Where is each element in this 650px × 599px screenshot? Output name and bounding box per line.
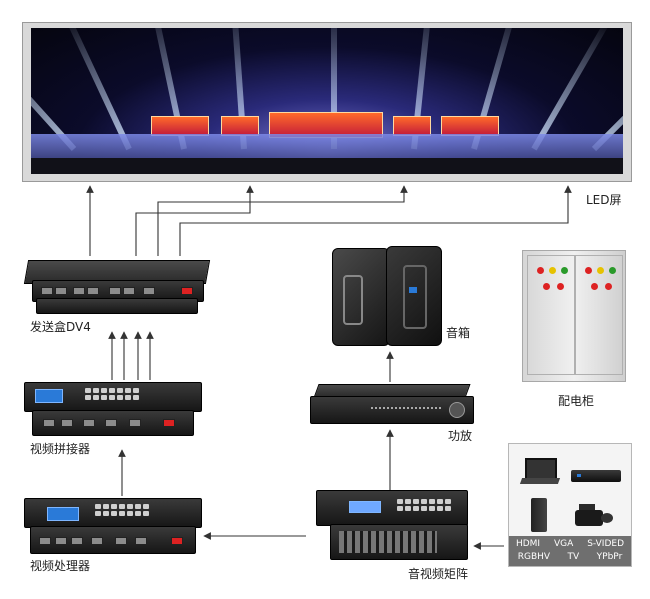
- stage-panel: [221, 116, 259, 136]
- stage-panel: [441, 116, 499, 136]
- led-screen-display: [31, 28, 623, 174]
- source-label-ypbpr: YPbPr: [596, 552, 623, 562]
- source-label-tv: TV: [567, 552, 580, 562]
- light-beam: [331, 28, 337, 149]
- video-processor-device: [24, 498, 202, 556]
- power-amp-label: 功放: [448, 429, 473, 443]
- source-label-vga: VGA: [554, 539, 574, 549]
- video-splicer-device: [24, 382, 202, 438]
- power-amp-device: [310, 384, 474, 424]
- sender-box-label: 发送盒DV4: [30, 320, 91, 334]
- stage-panel: [393, 116, 431, 136]
- distribution-cabinet-device: [522, 250, 626, 382]
- dvd-player-icon: [571, 470, 621, 482]
- stage-panel: [269, 112, 383, 138]
- av-matrix-label: 音视频矩阵: [408, 567, 469, 581]
- camcorder-icon: [575, 504, 615, 528]
- distribution-cabinet-label: 配电柜: [558, 394, 595, 408]
- light-beam: [531, 28, 612, 151]
- video-splicer-label: 视频拼接器: [30, 442, 91, 456]
- source-label-s-video: S-VIDED: [587, 539, 625, 549]
- arrow-sender-to-led-2: [135, 185, 254, 256]
- laptop-icon: [519, 458, 561, 486]
- speakers-device: [330, 246, 442, 346]
- audience: [31, 158, 623, 174]
- av-matrix-device: [316, 490, 468, 570]
- arrow-sender-to-led-4: [179, 185, 572, 256]
- pc-tower-icon: [531, 498, 547, 532]
- light-beam: [62, 28, 132, 151]
- source-label-rgbhv: RGBHV: [517, 552, 551, 562]
- led-screen-label: LED屏: [586, 193, 622, 207]
- sender-box-device: [23, 258, 211, 314]
- video-processor-label: 视频处理器: [30, 559, 91, 573]
- source-label-hdmi: HDMI: [515, 539, 541, 549]
- source-caption: HDMI VGA S-VIDED RGBHV TV YPbPr: [509, 536, 631, 566]
- speakers-label: 音箱: [446, 326, 471, 340]
- led-screen: [22, 22, 632, 182]
- arrow-sender-to-led-3: [157, 185, 408, 256]
- source-devices-box: HDMI VGA S-VIDED RGBHV TV YPbPr: [508, 443, 632, 567]
- stage-panel: [151, 116, 209, 136]
